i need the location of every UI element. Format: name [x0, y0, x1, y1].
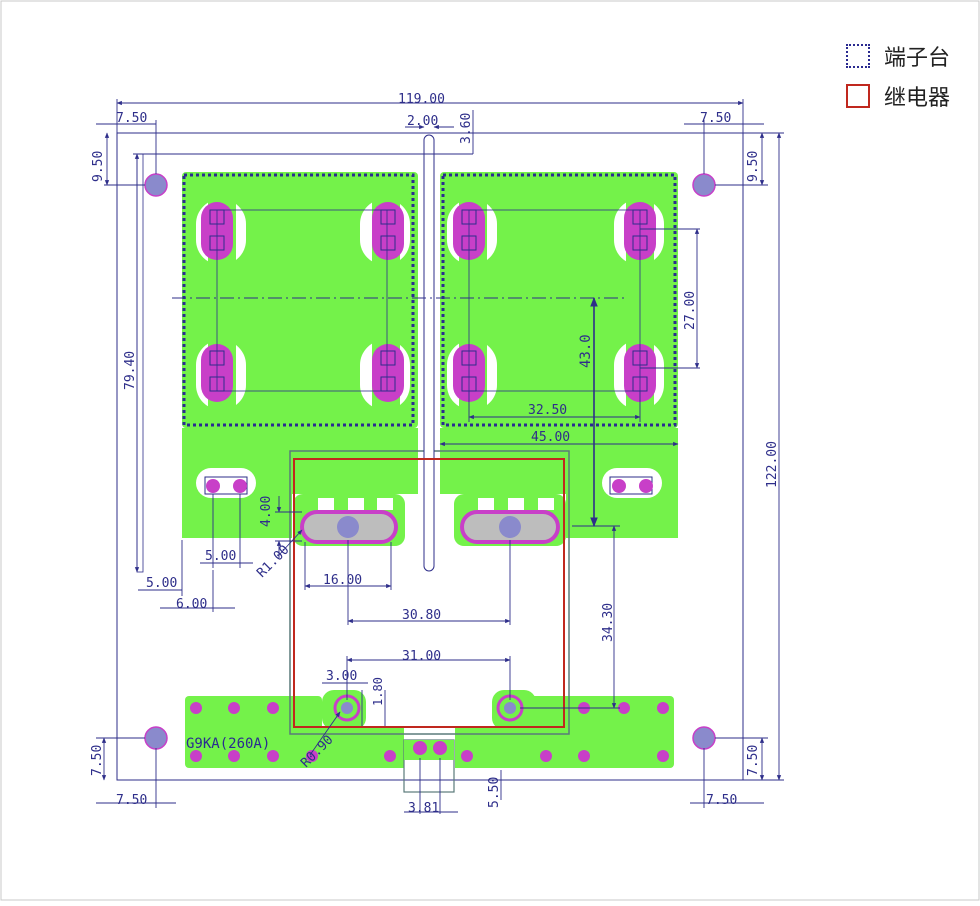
bottom-pads — [190, 702, 669, 762]
dim-32-50: 32.50 — [528, 403, 567, 418]
dim-corner-x-tr: 7.50 — [700, 111, 731, 126]
dim-corner-x-tl: 7.50 — [116, 111, 147, 126]
dim-27: 27.00 — [683, 291, 698, 330]
dim-corner-y-tl: 9.50 — [91, 151, 106, 182]
dim-30-80: 30.80 — [402, 608, 441, 623]
dim-corner-x-br: 7.50 — [706, 793, 737, 808]
dim-5-b: 5.00 — [146, 576, 177, 591]
dim-4: 4.00 — [259, 496, 274, 527]
dim-43: 43.0 — [578, 334, 594, 368]
copper-left-tab — [182, 494, 292, 538]
dim-corner-y-tr: 9.50 — [746, 151, 761, 182]
dim-3-81: 3.81 — [408, 801, 439, 816]
board-outline — [116, 132, 744, 781]
dim-16: 16.00 — [323, 573, 362, 588]
copper-bottom-left — [185, 696, 322, 768]
dim-r1: R1.00 — [254, 543, 292, 581]
dim-5-50: 5.50 — [487, 777, 502, 808]
center-slot — [423, 134, 435, 572]
legend-item-relay: 继电器 — [845, 76, 950, 116]
dim-5-a: 5.00 — [205, 549, 236, 564]
dim-1-80: 1.80 — [371, 677, 385, 706]
terminal-block-left — [182, 173, 415, 427]
legend: 端子台 继电器 — [845, 36, 950, 116]
legend-swatch-dotted-icon — [845, 44, 870, 68]
dim-3: 3.00 — [326, 669, 357, 684]
dim-corner-y-bl: 7.50 — [90, 745, 105, 776]
dim-overall-width: 119.00 — [398, 92, 445, 107]
copper-right-tab — [566, 494, 678, 538]
dim-overall-height: 122.00 — [765, 441, 780, 488]
pad-grid-left — [216, 209, 388, 392]
board-label: G9KA(260A) — [186, 736, 270, 752]
signal-pads — [204, 476, 653, 495]
dim-6: 6.00 — [176, 597, 207, 612]
bottom-connector — [403, 739, 455, 793]
legend-label: 端子台 — [883, 46, 950, 71]
dim-slot-width: 2.00 — [407, 114, 438, 129]
dim-corner-x-bl: 7.50 — [116, 793, 147, 808]
pad-grid-right — [468, 209, 641, 392]
dim-slot-offset: 3.60 — [459, 113, 474, 144]
relay-outline — [293, 458, 565, 728]
legend-label: 继电器 — [883, 86, 950, 111]
legend-swatch-solid-icon — [845, 84, 870, 108]
dim-corner-y-br: 7.50 — [746, 745, 761, 776]
legend-item-terminal: 端子台 — [845, 36, 950, 76]
copper-bottom-right — [530, 696, 674, 768]
relay-contact-slots — [300, 498, 560, 544]
dim-31: 31.00 — [402, 649, 441, 664]
dim-left-height: 79.40 — [123, 351, 138, 390]
dim-45: 45.00 — [531, 430, 570, 445]
dim-34-30: 34.30 — [601, 603, 616, 642]
terminal-block-right — [441, 173, 677, 427]
dimension-lines — [96, 99, 784, 814]
